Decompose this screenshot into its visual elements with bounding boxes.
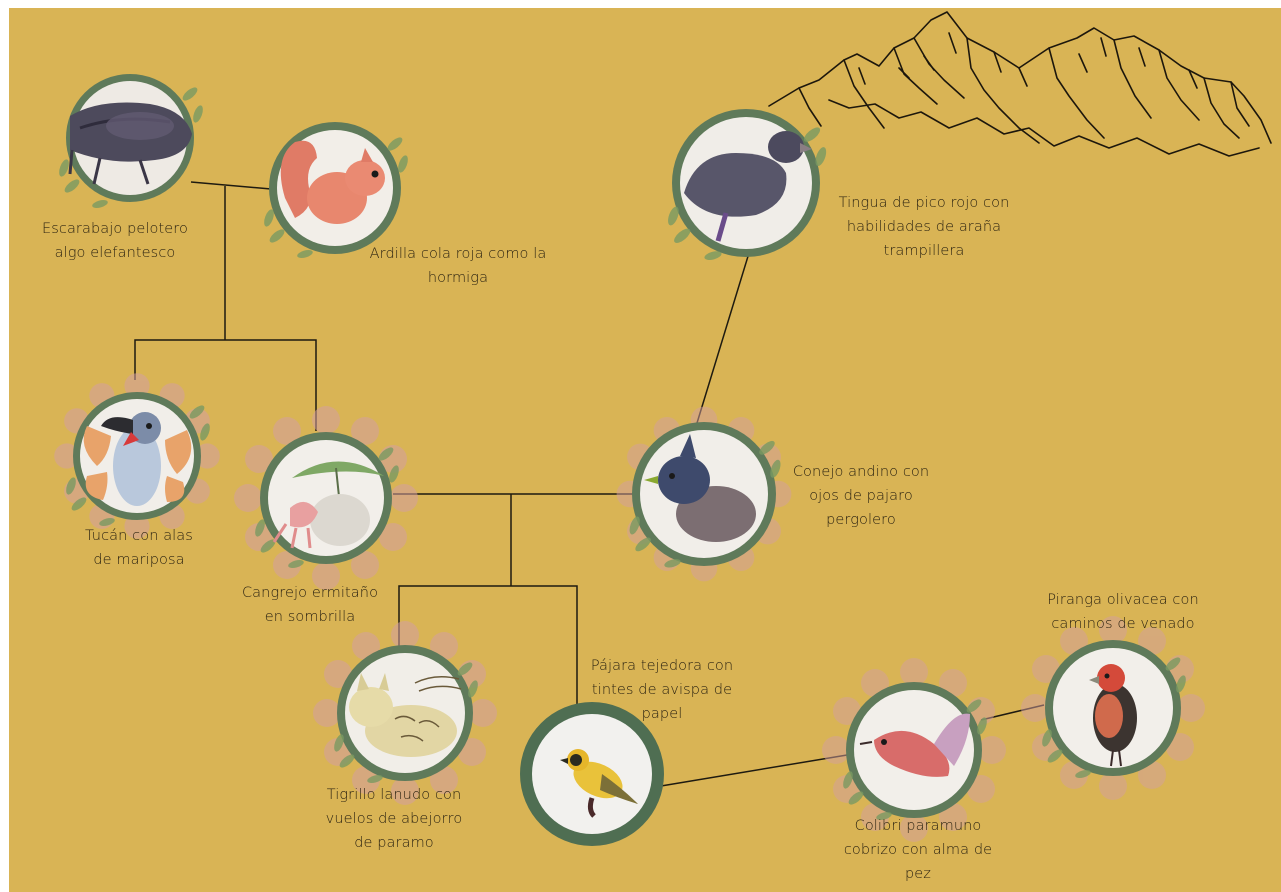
label-line: en sombrilla [225,605,395,629]
label-ardilla: Ardilla cola roja como la hormiga [345,242,571,290]
label-line: Cangrejo ermitaño [225,581,395,605]
label-line: cobrizo con alma de [823,838,1013,862]
label-line: Pájara tejedora con [567,654,757,678]
label-line: pergolero [771,508,951,532]
label-line: hormiga [345,266,571,290]
label-line: tintes de avispa de [567,678,757,702]
label-line: Conejo andino con [771,460,951,484]
label-cangrejo: Cangrejo ermitaño en sombrilla [225,581,395,629]
label-line: de paramo [299,831,489,855]
label-line: Ardilla cola roja como la [345,242,571,266]
label-line: Piranga olivacea con [1025,588,1221,612]
label-line: ojos de pajaro [771,484,951,508]
label-conejo: Conejo andino con ojos de pajaro pergole… [771,460,951,532]
label-line: pez [823,862,1013,886]
label-line: papel [567,702,757,726]
label-line: Tucán con alas [59,524,219,548]
node-tucan [54,373,220,539]
label-line: Colibri paramuno [823,814,1013,838]
node-layer [9,8,1281,892]
label-pajara: Pájara tejedora con tintes de avispa de … [567,654,757,726]
label-line: Escarabajo pelotero [17,217,213,241]
label-tingua: Tingua de pico rojo con habilidades de a… [815,191,1033,263]
label-line: de mariposa [59,548,219,572]
label-line: algo elefantesco [17,241,213,265]
label-tucan: Tucán con alas de mariposa [59,524,219,572]
label-line: Tigrillo lanudo con [299,783,489,807]
label-line: habilidades de araña [815,215,1033,239]
diagram-canvas: Escarabajo pelotero algo elefantesco Ard… [9,8,1281,892]
label-piranga: Piranga olivacea con caminos de venado [1025,588,1221,636]
node-tigrillo [313,621,497,805]
node-ardilla [262,122,410,259]
label-line: Tingua de pico rojo con [815,191,1033,215]
node-conejo [617,407,792,582]
label-escarabajo: Escarabajo pelotero algo elefantesco [17,217,213,265]
label-colibri: Colibri paramuno cobrizo con alma de pez [823,814,1013,886]
label-line: vuelos de abejorro [299,807,489,831]
label-tigrillo: Tigrillo lanudo con vuelos de abejorro d… [299,783,489,855]
label-line: trampillera [815,239,1033,263]
node-escarabajo [57,74,205,209]
label-line: caminos de venado [1025,612,1221,636]
node-piranga [1021,616,1205,800]
node-cangrejo [234,406,418,590]
node-tingua [666,107,828,262]
